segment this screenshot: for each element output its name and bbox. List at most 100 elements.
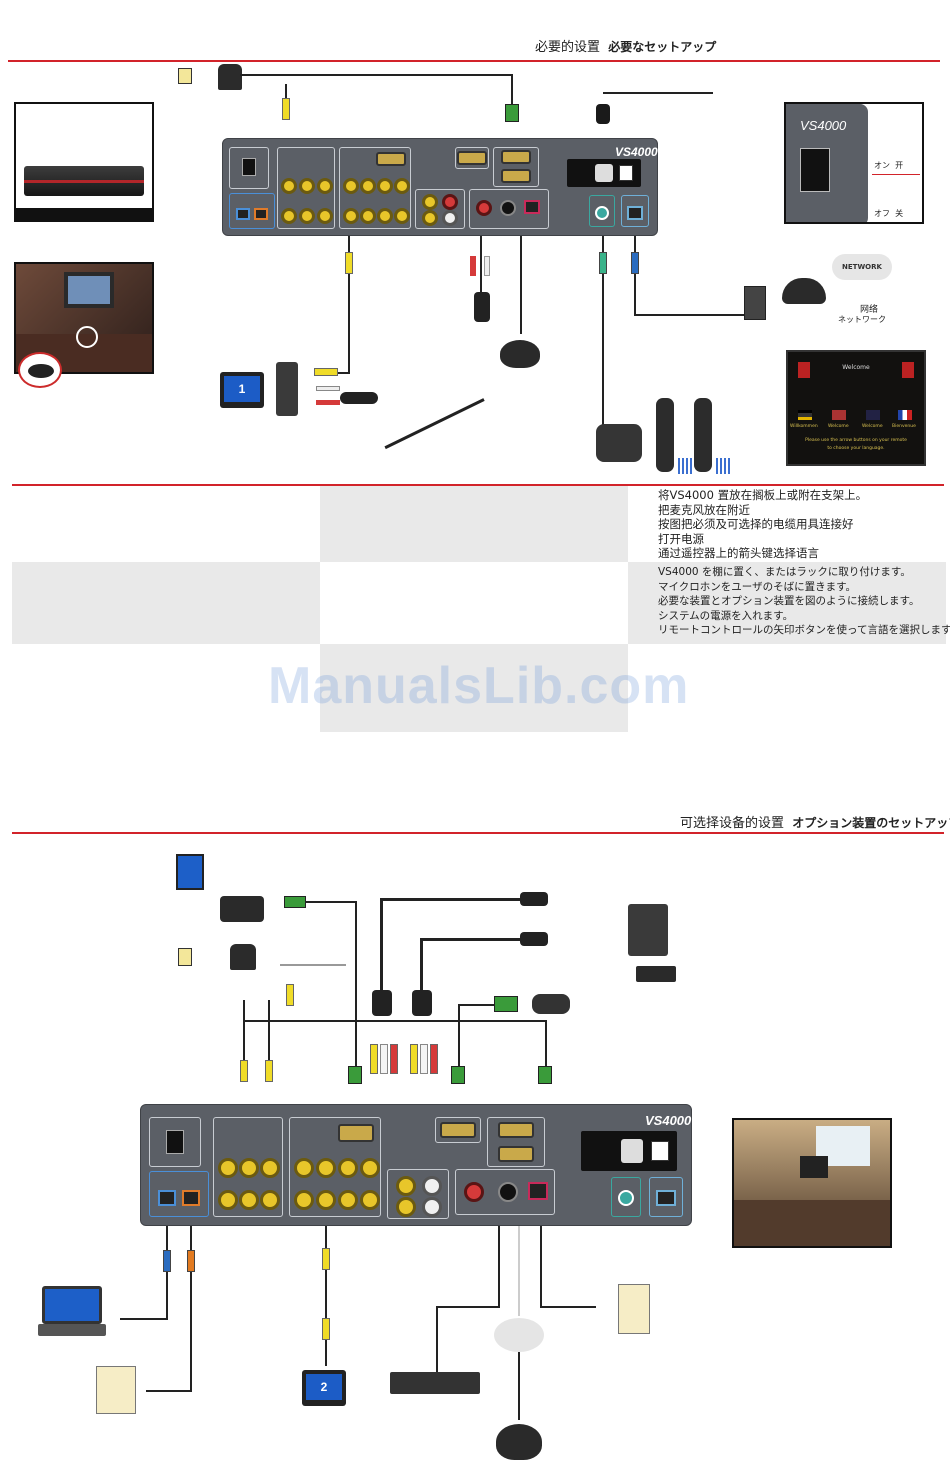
serial-port-2[interactable] [501,150,531,164]
mixer-wire-down [436,1306,438,1372]
table-red-rule [12,484,944,486]
instruction-jp-1: VS4000 を棚に置く、またはラックに取り付けます。 [658,566,911,578]
video-in-jack-4[interactable] [281,208,297,224]
audio-module-right [469,189,549,229]
power-inlet-switch-2[interactable] [651,1141,669,1161]
video-out-2-jack-7[interactable] [338,1190,358,1210]
meeting-tv-screen [68,276,110,304]
video-out-jack-2[interactable] [360,178,376,194]
video-out-jack-1[interactable] [343,178,359,194]
video-out-jack-5[interactable] [343,208,359,224]
audio-jack-r1[interactable] [442,194,458,210]
video-in-jack-3[interactable] [317,178,333,194]
video-out-jack-3[interactable] [377,178,393,194]
video-out-2-jack-4[interactable] [360,1158,380,1178]
vcr-input-panel [628,904,668,956]
video-in-2-jack-4[interactable] [218,1190,238,1210]
vcr-plug-r2 [430,1044,438,1074]
serial-port-2-2[interactable] [498,1122,534,1138]
mic-array-plug [286,984,294,1006]
video-out-2-jack-1[interactable] [294,1158,314,1178]
lan-port-2-2[interactable] [182,1190,200,1206]
lang-en1: Welcome [828,424,849,429]
video-in-2-jack-1[interactable] [218,1158,238,1178]
serial-port-2-1[interactable] [440,1122,476,1138]
doc-camera-wire [306,901,356,903]
mic-jack-2[interactable] [498,1182,518,1202]
power-inlet-switch[interactable] [619,165,633,181]
video-out-2-jack-6[interactable] [316,1190,336,1210]
conference-room-photo [732,1118,892,1248]
power-switch-2[interactable] [166,1130,184,1154]
video-out-2-jack-8[interactable] [360,1190,380,1210]
serial-port-2-3[interactable] [498,1146,534,1162]
audio-jack-y1[interactable] [422,194,438,210]
phone-line-wire-h [540,1306,596,1308]
audio-module-2-left [387,1169,449,1219]
audio-2-jack-w2[interactable] [422,1197,442,1217]
power-switch-callout: VS4000 オン 开 オフ 关 [784,102,924,224]
audio-2-jack-w1[interactable] [422,1176,442,1196]
device-model-label-2: VS4000 [645,1113,692,1128]
mic-jack[interactable] [500,200,516,216]
network-port-2[interactable] [656,1190,676,1206]
vga-port[interactable] [376,152,406,166]
vga-port-2[interactable] [338,1124,374,1142]
power-inlet[interactable] [595,164,613,182]
video-out-2-jack-2[interactable] [316,1158,336,1178]
video-in-2-jack-2[interactable] [239,1158,259,1178]
instruction-cn-2: 把麦克风放在附近 [658,502,750,517]
video-out-2-jack-3[interactable] [338,1158,358,1178]
audio-2-jack-y1[interactable] [396,1176,416,1196]
video-input-module [277,147,335,229]
video-in-jack-6[interactable] [317,208,333,224]
top-section-header: 必要的设置 必要なセットアップ [535,36,716,55]
serial-port-3[interactable] [501,169,531,183]
phone-port-2[interactable] [528,1182,548,1200]
vcr-splitter-2 [520,932,548,946]
table-cell-r2c1 [12,562,320,644]
audio-2-jack-r[interactable] [464,1182,484,1202]
power-inlet-2[interactable] [621,1139,643,1163]
video-out-jack-7[interactable] [377,208,393,224]
video-in-jack-2[interactable] [299,178,315,194]
video-out-jack-6[interactable] [360,208,376,224]
monitor-2-wire [325,1226,327,1366]
video-out-jack-8[interactable] [394,208,410,224]
microphone-array-icon [280,942,346,966]
video-out-jack-4[interactable] [394,178,410,194]
sensor-port-2[interactable] [618,1190,634,1206]
audio-2-jack-y2[interactable] [396,1197,416,1217]
sensor-wire [602,236,604,428]
lan-port-1[interactable] [236,208,250,220]
device-rear-panel-optional: VS4000 [140,1104,692,1226]
switch-on-cn: 开 [895,161,904,170]
serial-port-1[interactable] [457,151,487,165]
vcr-cable-2-down [420,938,423,992]
camera-2-power-icon [178,948,192,966]
phone-port[interactable] [524,200,540,214]
video-in-2-jack-6[interactable] [260,1190,280,1210]
remote-control-2-icon [694,398,712,472]
network-port[interactable] [627,206,643,220]
conference-tv [800,1156,828,1178]
audio-jack-r2[interactable] [476,200,492,216]
wall-lan-jack-icon [96,1366,136,1414]
video-in-2-jack-5[interactable] [239,1190,259,1210]
vcr-cable-1 [380,898,520,901]
audio-jack-w2[interactable] [442,210,458,226]
network-cloud: NETWORK [832,254,892,280]
sensor-port[interactable] [595,206,609,220]
serial-device-plug-2 [451,1066,465,1084]
power-switch[interactable] [242,158,256,176]
lan-port-2[interactable] [254,208,268,220]
switch-off-label: オフ 关 [874,208,903,219]
video-in-jack-1[interactable] [281,178,297,194]
video-out-2-jack-5[interactable] [294,1190,314,1210]
audio-splitter [474,292,490,322]
video-in-jack-5[interactable] [299,208,315,224]
video-in-2-jack-3[interactable] [260,1158,280,1178]
lan-port-2-1[interactable] [158,1190,176,1206]
lan-module-2 [149,1171,209,1217]
audio-jack-y2[interactable] [422,210,438,226]
